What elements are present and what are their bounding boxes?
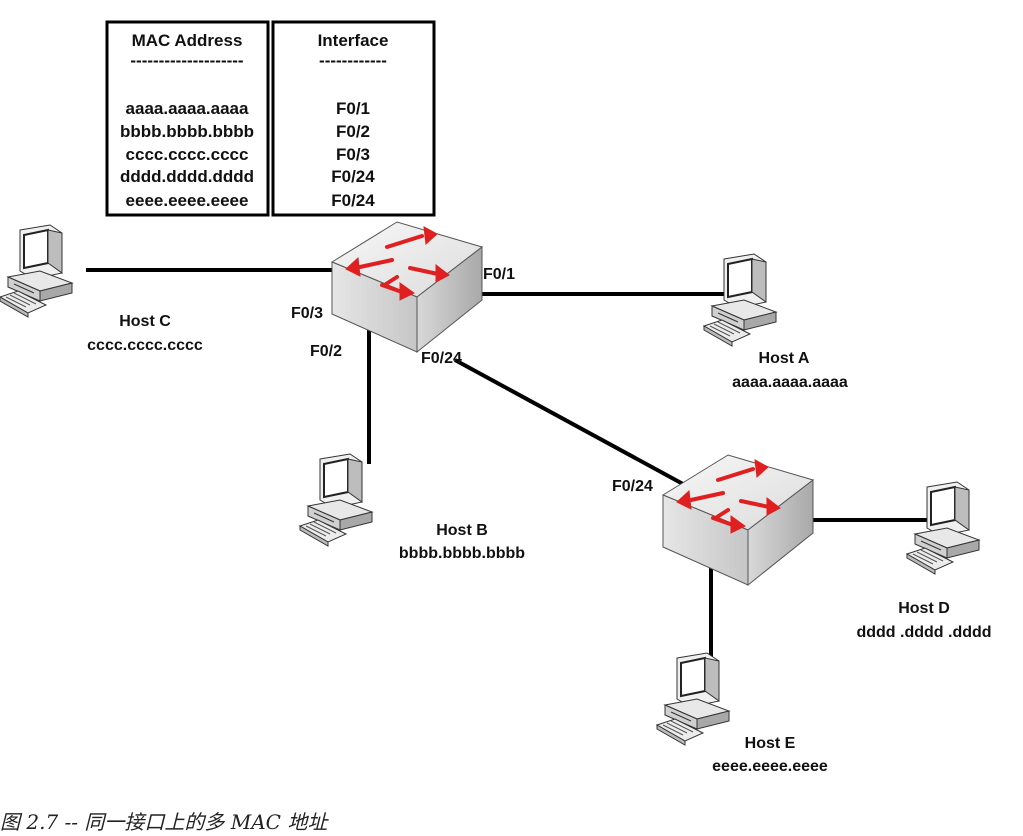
host-e-mac: eeee.eeee.eeee (712, 758, 828, 775)
host-b-computer (299, 453, 373, 547)
host-a-computer (703, 253, 777, 347)
mac-address-table: MAC Address Interface ------------------… (105, 20, 436, 217)
table-interface-cell: F0/24 (331, 191, 375, 210)
mac-column-frame (105, 20, 270, 217)
link-switch1-switch2 (454, 358, 695, 492)
table-mac-cell: bbbb.bbbb.bbbb (120, 122, 254, 141)
switch-2 (661, 453, 815, 587)
mac-column-header: MAC Address (132, 31, 243, 50)
port-label-sw1-f03: F0/3 (291, 305, 323, 322)
host-d-mac: dddd .dddd .dddd (856, 624, 991, 641)
host-e-name: Host E (745, 735, 796, 752)
host-a-name: Host A (759, 350, 810, 367)
host-d-name: Host D (898, 600, 950, 617)
interface-column-frame (271, 20, 436, 217)
figure-caption: 图 2.7 -- 同一接口上的多 MAC 地址 (0, 810, 329, 834)
switch-1 (330, 220, 484, 354)
host-c-computer (0, 224, 73, 318)
port-label-sw1-f01: F0/1 (483, 266, 515, 283)
interface-column-separator: ------------ (319, 51, 387, 70)
network-links (86, 268, 935, 660)
table-mac-cell: eeee.eeee.eeee (126, 191, 249, 210)
mac-column-separator: -------------------- (130, 51, 243, 70)
host-a-mac: aaaa.aaaa.aaaa (732, 374, 848, 391)
table-interface-cell: F0/2 (336, 122, 370, 141)
host-b-name: Host B (436, 522, 488, 539)
host-e-computer (656, 652, 730, 746)
table-mac-cell: aaaa.aaaa.aaaa (126, 99, 249, 118)
table-interface-cell: F0/1 (336, 99, 370, 118)
host-b-mac: bbbb.bbbb.bbbb (399, 545, 525, 562)
port-label-sw1-f02: F0/2 (310, 343, 342, 360)
port-label-sw2-f024: F0/24 (612, 478, 653, 495)
host-c-name: Host C (119, 313, 171, 330)
host-c-mac: cccc.cccc.cccc (87, 337, 203, 354)
table-interface-cell: F0/24 (331, 167, 375, 186)
interface-column-header: Interface (318, 31, 389, 50)
table-mac-cell: cccc.cccc.cccc (126, 145, 249, 164)
table-mac-cell: dddd.dddd.dddd (120, 167, 254, 186)
table-interface-cell: F0/3 (336, 145, 370, 164)
port-label-sw1-f024: F0/24 (421, 350, 462, 367)
host-d-computer (906, 481, 980, 575)
